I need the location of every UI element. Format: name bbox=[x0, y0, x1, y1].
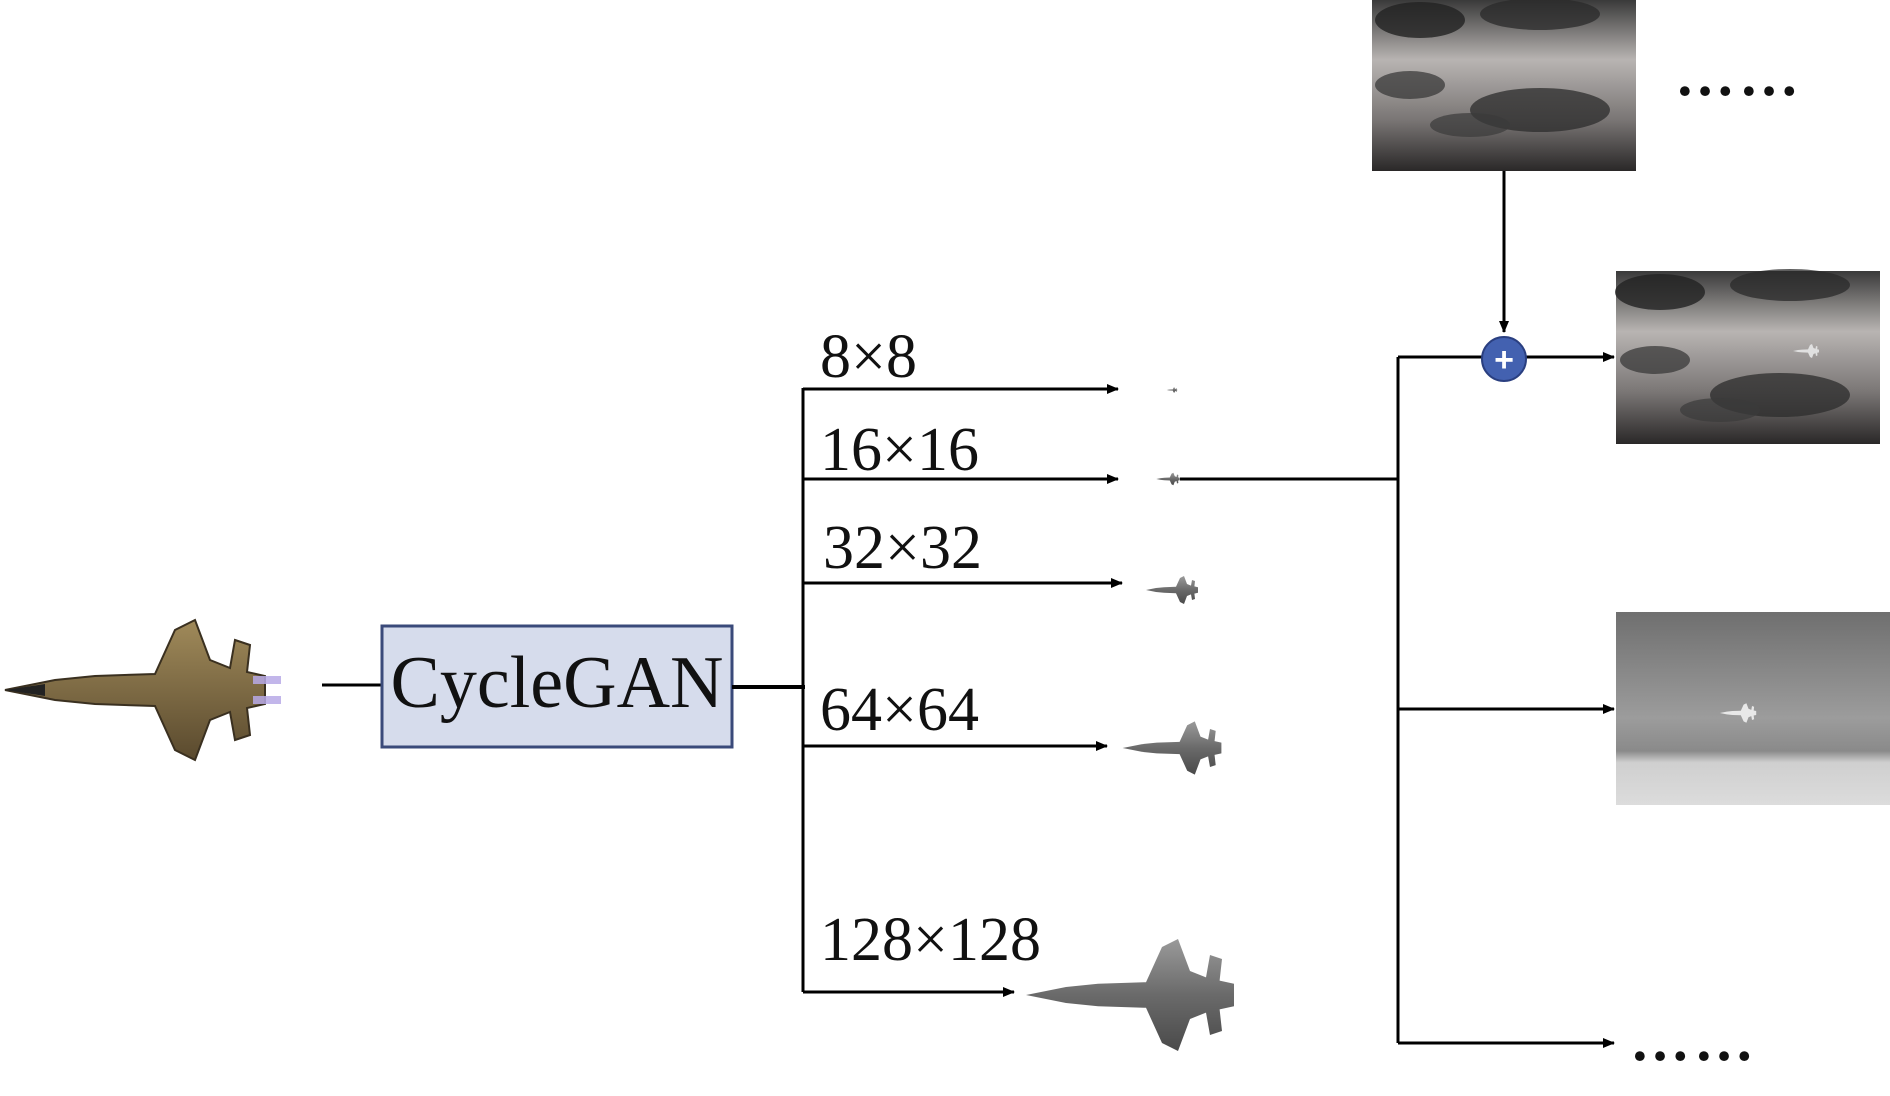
scaled-jet-8 bbox=[1166, 387, 1178, 393]
composited-cloud-image bbox=[1615, 269, 1880, 444]
scale-label-64: 64×64 bbox=[820, 676, 979, 744]
source-jet-image bbox=[4, 619, 281, 761]
combine-plus-icon: + bbox=[1494, 341, 1514, 379]
scaled-jet-32 bbox=[1146, 576, 1198, 604]
more-backgrounds-ellipsis: …… bbox=[1675, 42, 1803, 108]
scale-branch-64: 64×64 bbox=[803, 676, 1222, 775]
scale-branch-128: 128×128 bbox=[803, 906, 1234, 1051]
more-results-ellipsis: …… bbox=[1630, 1007, 1758, 1073]
scale-label-16: 16×16 bbox=[820, 416, 979, 484]
scale-branch-16: 16×16 bbox=[803, 416, 1180, 486]
scale-label-32: 32×32 bbox=[823, 514, 982, 582]
combine-node: + bbox=[1481, 336, 1527, 382]
combine-circle bbox=[1481, 336, 1527, 382]
scale-branch-32: 32×32 bbox=[803, 514, 1198, 604]
background-cloud-image bbox=[1372, 0, 1636, 171]
scale-label-128: 128×128 bbox=[820, 906, 1041, 974]
scale-branch-8: 8×8 bbox=[803, 323, 1178, 394]
scaled-jet-16 bbox=[1156, 472, 1180, 486]
cyclegan-box: CycleGAN bbox=[380, 624, 734, 749]
scaled-jet-128 bbox=[1026, 939, 1234, 1051]
cyclegan-label: CycleGAN bbox=[391, 642, 724, 724]
composited-plain-sky-image bbox=[1616, 612, 1890, 805]
scaled-jet-64 bbox=[1122, 721, 1222, 775]
scale-label-8: 8×8 bbox=[820, 323, 917, 391]
